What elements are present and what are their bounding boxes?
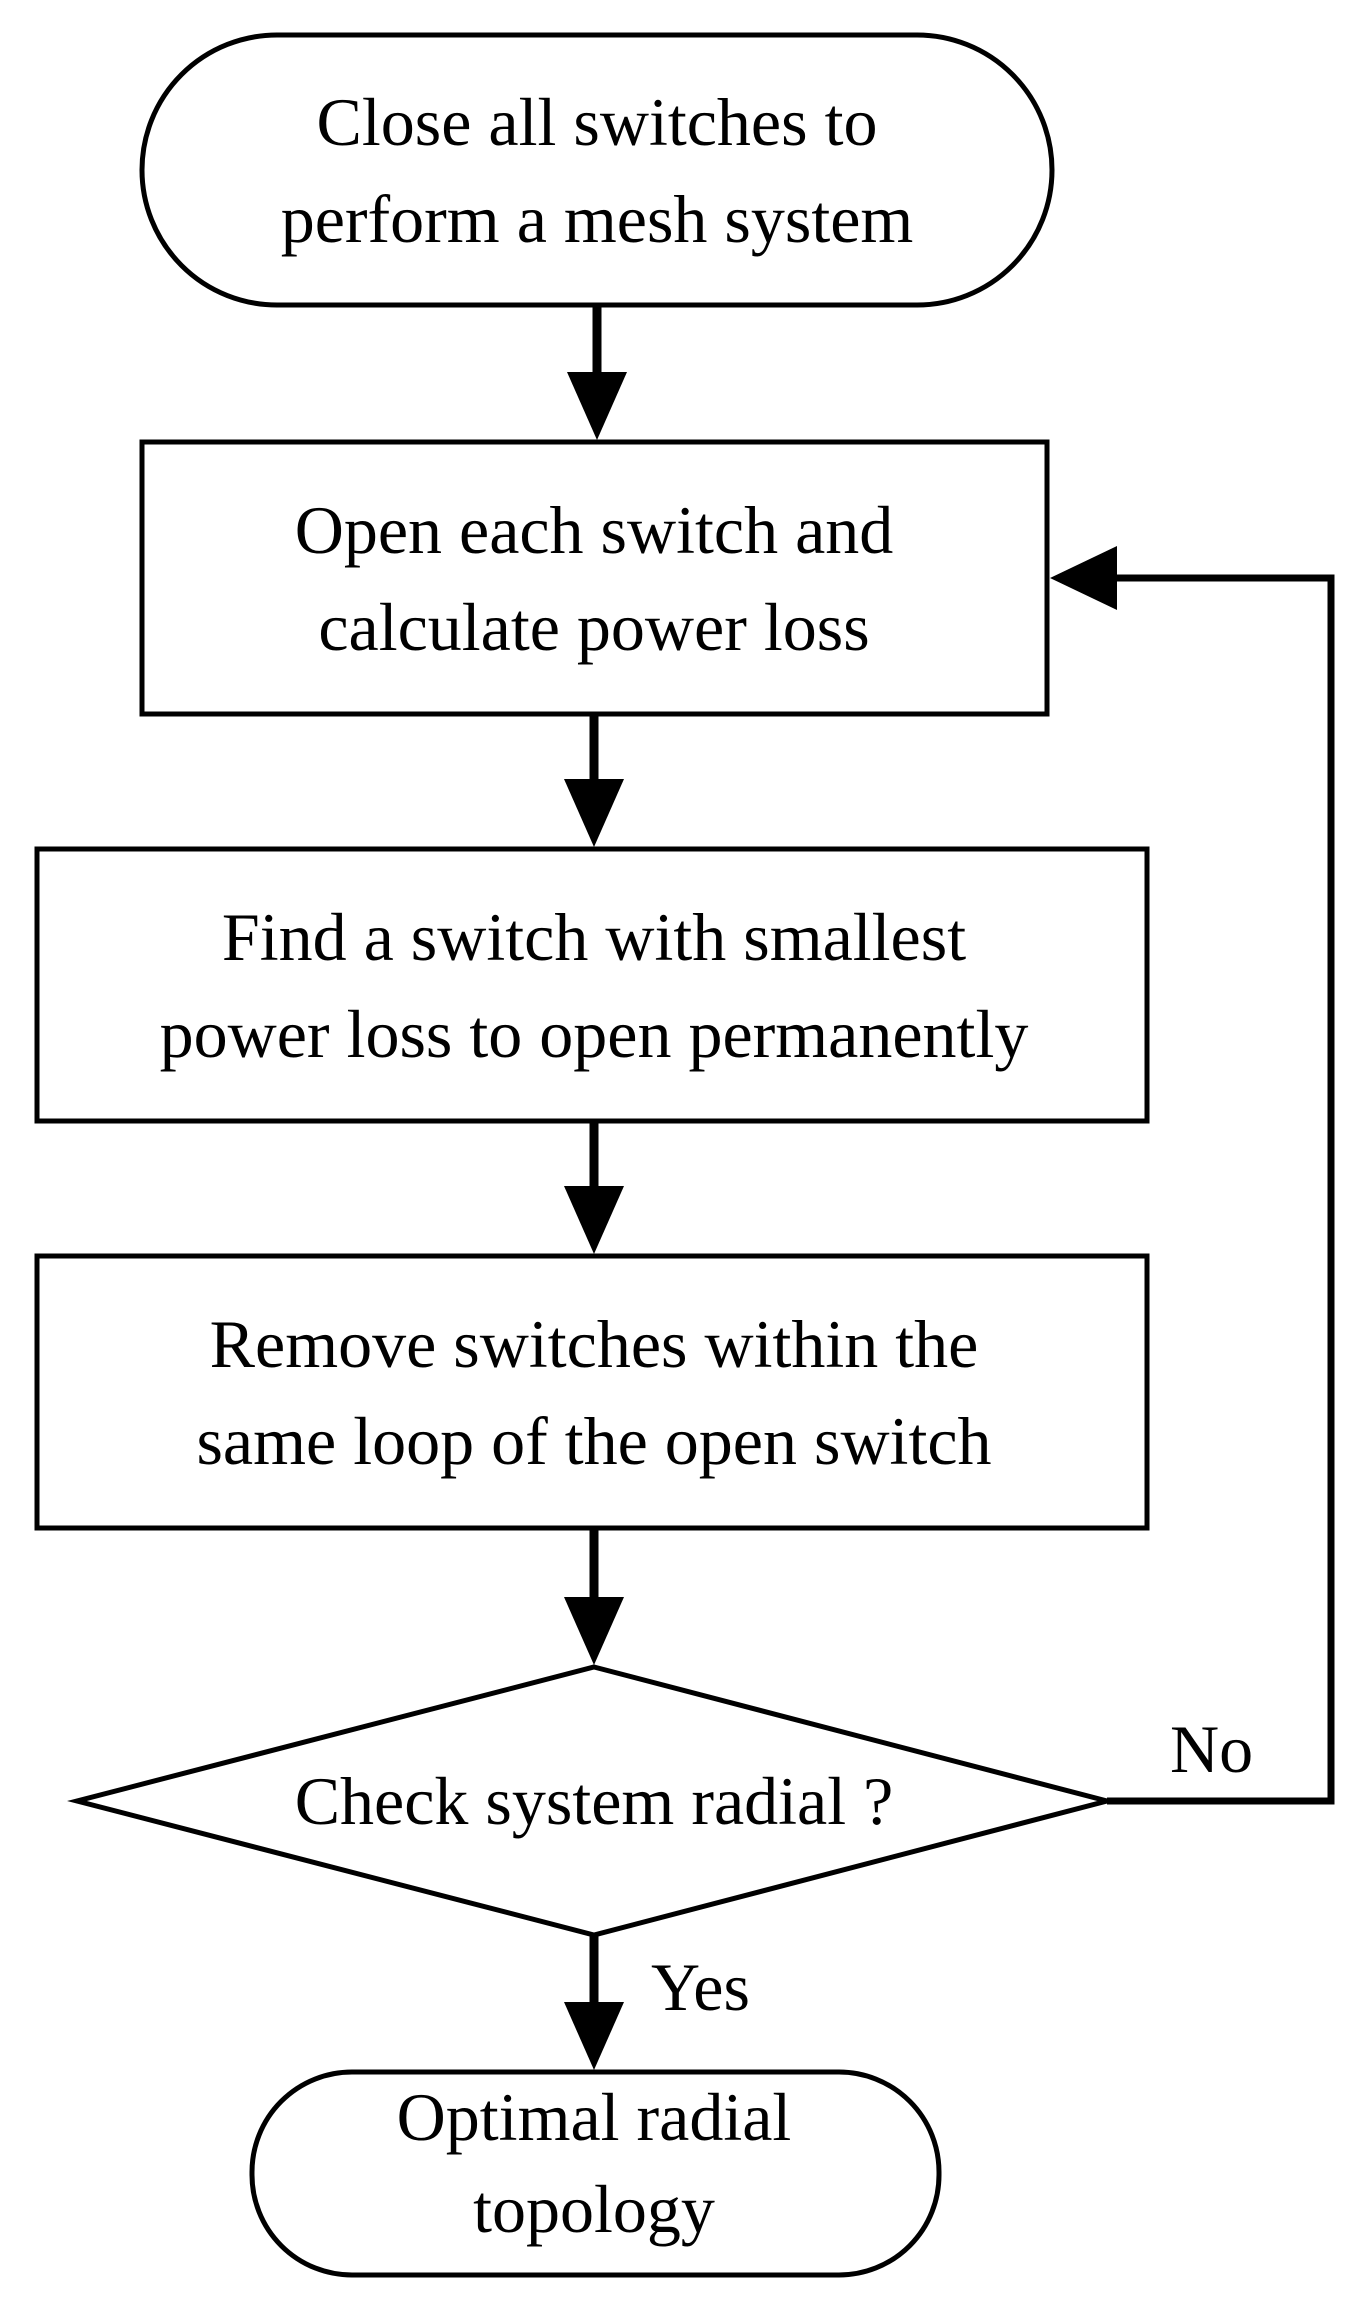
process-open-each-switch-box [139,439,1050,717]
end-terminator-shape [249,2069,942,2278]
process-find-smallest-loss-line2: power loss to open permanently [160,996,1029,1072]
start-terminator-line1: Close all switches to [317,84,878,160]
yes-label: Yes [651,1949,750,2025]
arrow-step3-to-decision [564,1528,624,1665]
process-find-smallest-loss-box [34,846,1150,1124]
process-remove-switches-box [34,1253,1150,1531]
decision-check-radial: Check system radial ? [67,1664,1117,1938]
process-open-each-switch-line2: calculate power loss [318,589,869,665]
process-find-smallest-loss-line1: Find a switch with smallest [222,899,966,975]
process-remove-switches-line2: same loop of the open switch [196,1403,991,1479]
arrow-no-loop-line [1107,574,1335,1805]
arrow-step2-to-step3-head [564,1186,624,1254]
process-remove-switches-line1: Remove switches within the [210,1306,979,1382]
arrow-step1-to-step2-head [564,779,624,847]
no-label: No [1170,1711,1253,1787]
arrow-step1-to-step2 [564,714,624,847]
start-terminator-line2: perform a mesh system [281,181,914,257]
arrow-no-loop: No [1050,546,1335,1805]
process-find-smallest-loss: Find a switch with smallest power loss t… [34,846,1150,1124]
process-open-each-switch: Open each switch and calculate power los… [139,439,1050,717]
start-terminator: Close all switches to perform a mesh sys… [139,32,1055,308]
arrow-yes: Yes [564,1935,750,2070]
arrow-yes-head [564,2002,624,2070]
arrow-no-loop-head [1050,546,1117,610]
arrow-step2-to-step3 [564,1121,624,1254]
end-terminator-line2: topology [473,2171,715,2247]
end-terminator: Optimal radial topology [249,2069,942,2278]
end-terminator-line1: Optimal radial [397,2079,792,2155]
process-open-each-switch-line1: Open each switch and [295,492,894,568]
process-remove-switches: Remove switches within the same loop of … [34,1253,1150,1531]
arrow-step3-to-decision-head [564,1597,624,1665]
start-terminator-shape [139,32,1055,308]
arrow-start-to-step1-head [567,372,627,440]
arrow-start-to-step1 [567,305,627,440]
decision-check-radial-label: Check system radial ? [295,1763,894,1839]
